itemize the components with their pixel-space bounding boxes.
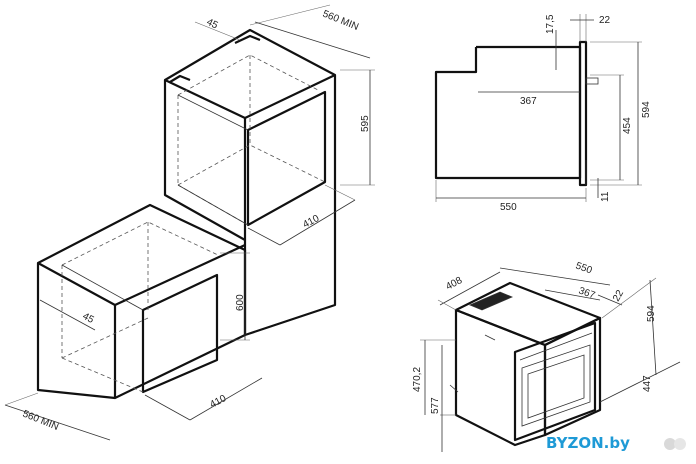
iso-front-label: 22 xyxy=(611,288,626,304)
tall-cabinet-drawing xyxy=(163,28,337,337)
iso-height-label: 594 xyxy=(646,305,657,322)
under-niche-height-label: 600 xyxy=(235,294,246,311)
watermark: BYZON.by xyxy=(546,434,630,452)
cart-icon xyxy=(664,438,686,450)
under-depth-side-label: 45 xyxy=(81,311,96,326)
side-body-height-label: 454 xyxy=(622,117,633,134)
side-front-panel-label: 22 xyxy=(599,15,611,26)
tall-niche-width-label: 410 xyxy=(301,213,321,231)
iso-lower-height-label: 470,2 xyxy=(412,367,423,392)
tall-niche-depth-label: 560 MIN xyxy=(321,9,360,33)
under-niche-depth-label: 560 MIN xyxy=(21,409,60,433)
side-depth-label: 550 xyxy=(500,202,517,213)
under-niche-width-label: 410 xyxy=(208,393,228,411)
oven-side-view xyxy=(434,40,599,187)
oven-isometric-view xyxy=(449,281,602,447)
iso-base-height-label: 577 xyxy=(430,397,441,414)
side-bottom-gap-label: 11 xyxy=(600,191,611,202)
iso-width-label: 408 xyxy=(444,275,464,293)
tall-cabinet-dimensions: 45 560 MIN 595 410 xyxy=(194,4,375,246)
oven-side-dimensions: 17,5 22 367 594 454 550 11 xyxy=(435,14,652,213)
side-top-gap-label: 17,5 xyxy=(545,14,556,34)
side-panel-offset-label: 367 xyxy=(520,96,537,107)
tall-niche-height-label: 595 xyxy=(360,115,371,132)
oven-isometric-dimensions: 408 550 367 22 594 447 470,2 577 xyxy=(412,260,681,452)
tall-depth-top-label: 45 xyxy=(205,17,220,32)
iso-front-width-label: 447 xyxy=(642,375,653,392)
iso-depth-label: 550 xyxy=(574,260,594,276)
under-counter-cabinet-drawing xyxy=(36,203,247,400)
side-total-height-label: 594 xyxy=(641,101,652,118)
